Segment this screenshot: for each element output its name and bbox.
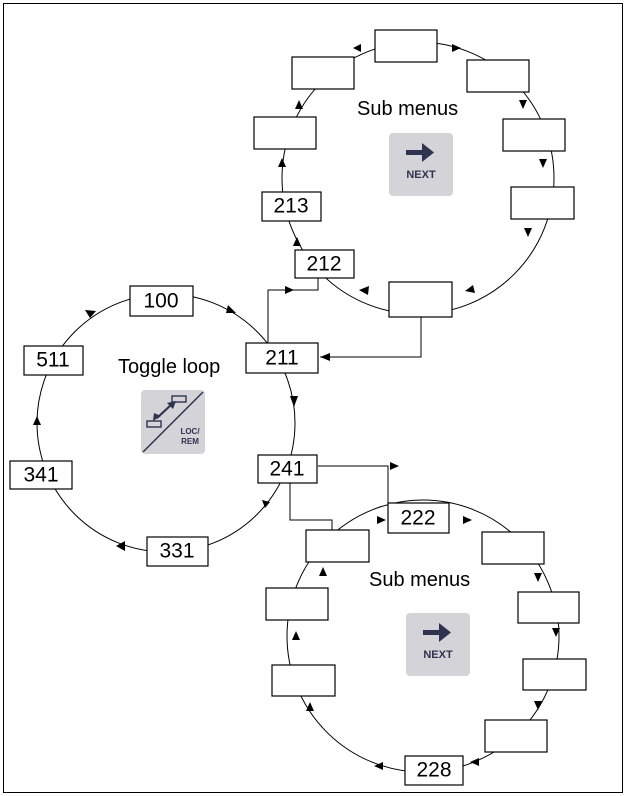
arrowhead [390,462,399,470]
parameter-number: 331 [159,540,194,563]
sub-menu-box [305,529,370,563]
arrowhead [33,416,41,425]
arrowhead [534,701,542,710]
arrowhead [290,396,298,407]
arrowhead [319,567,327,576]
arrowhead [293,237,301,246]
arrowhead [295,100,303,109]
page-frame [3,3,623,793]
sub-menus-top-boxes: 212 213 [253,29,575,318]
parameter-box-212 [294,249,355,279]
next-key-label: NEXT [406,169,436,181]
wire-submenu-return-to-241 [289,483,333,530]
arrowheads [33,44,560,770]
loop-circles [36,41,560,773]
parameter-number: 100 [143,290,178,313]
toggle-loop-boxes: 100 211 241 331 341 511 [9,285,319,567]
parameter-number: 222 [400,507,435,530]
wire-submenu-return-to-211 [320,317,422,358]
arrowhead [452,44,461,52]
sub-menus-bottom-title: Sub menus [369,569,470,591]
next-arrow-icon [406,143,434,162]
next-arrow-icon [423,623,451,642]
arrowhead [465,285,475,293]
arrowhead [262,500,270,508]
arrowhead [306,702,314,711]
arrowhead [374,762,383,770]
wire-241-to-222 [318,465,389,503]
parameter-box-213 [261,191,322,222]
parameter-number: 228 [416,759,451,782]
arrowhead [470,758,479,766]
sub-menu-box [265,587,329,621]
arrowhead [285,286,294,294]
sub-menus-bottom-boxes: 222 228 [265,502,587,786]
parameter-box-341 [9,460,73,490]
parameter-number: 241 [269,458,304,481]
arrowhead [524,228,532,237]
loc-rem-icon [142,391,204,453]
parameter-box-241 [257,454,318,484]
arrowhead [552,628,560,637]
arrowhead [320,353,330,361]
parameter-box-228 [404,755,464,786]
sub-menu-box [484,719,548,753]
next-key-top: NEXT [389,133,453,196]
arrowhead [85,310,96,318]
loc-rem-key: LOC/ REM [141,390,205,454]
arrowhead [534,573,542,582]
arrowhead [292,631,300,640]
sub-menu-box [291,56,355,90]
sub-menu-box [481,531,545,565]
arrowhead [359,286,369,295]
parameter-box-511 [23,345,84,376]
sub-menu-box [522,658,587,691]
parameter-box-211 [245,342,319,374]
sub-menu-box [388,281,453,318]
sub-menu-box [253,116,317,150]
arrowhead [226,305,236,313]
loc-rem-key-line1: LOC/ [180,427,200,436]
arrowhead [353,44,361,52]
arrowhead [539,159,547,168]
sub-menu-box [517,591,580,624]
next-key-label: NEXT [423,649,453,661]
parameter-number: 213 [273,195,308,218]
sub-menus-top-title: Sub menus [357,98,458,120]
parameter-box-100 [129,285,194,317]
toggle-loop-title: Toggle loop [118,356,220,378]
sub-menu-box [271,664,336,697]
key-background [406,613,470,676]
sub-menu-box [510,186,575,220]
sub-menu-box [466,59,530,93]
parameter-number: 511 [36,349,69,372]
loc-rem-key-line2: REM [181,437,199,446]
arrowhead [463,516,472,524]
sub-menu-box [502,118,566,152]
parameter-number: 341 [23,464,58,487]
parameter-number: 212 [306,253,341,276]
arrowhead [116,541,125,551]
arrowhead [377,516,386,524]
arrowhead [519,100,527,109]
arrowhead [278,158,286,167]
parameter-box-222 [387,502,450,534]
next-key-bottom: NEXT [406,613,470,676]
key-background [389,133,453,196]
sub-menu-box [374,29,438,63]
parameter-number: 211 [265,347,298,370]
parameter-box-331 [146,536,209,567]
